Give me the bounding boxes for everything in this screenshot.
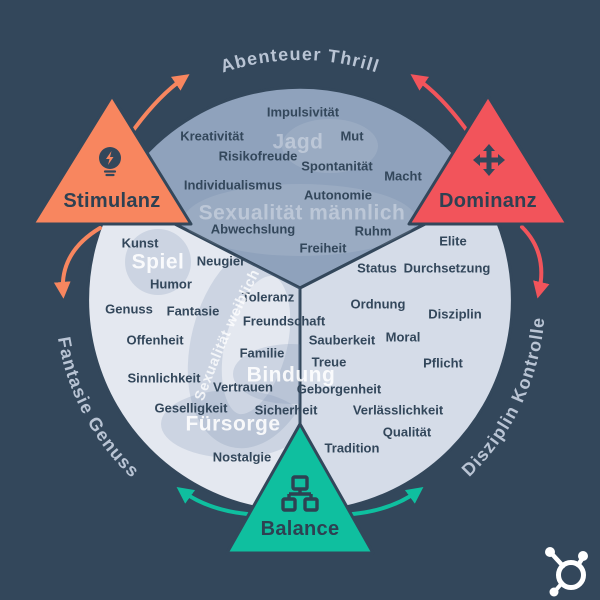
lightbulb-bolt-icon	[99, 147, 121, 177]
sector-word: Geborgenheit	[297, 382, 382, 397]
sector-fantasie-genuss	[86, 192, 302, 514]
move-arrows-icon	[473, 144, 505, 176]
triangle-dominanz: Dominanz	[407, 94, 569, 226]
sector-word: Vertrauen	[213, 380, 273, 395]
arrow-balance-right-icon	[351, 487, 424, 516]
arrow-stimulanz-up-icon	[130, 74, 190, 134]
sector-word: Sauberkeit	[309, 333, 376, 348]
sector-word: Moral	[386, 330, 421, 345]
sector-word: Abwechslung	[211, 222, 296, 237]
arrow-balance-left-icon	[176, 487, 249, 516]
sector-word: Ruhm	[355, 224, 392, 239]
sector-word: Geselligkeit	[155, 401, 229, 416]
sector-watermark-word: Fürsorge	[185, 412, 280, 435]
sector-watermark-word: Jagd	[272, 130, 323, 153]
sector-word: Toleranz	[242, 290, 295, 305]
sector-word: Genuss	[105, 302, 153, 317]
sector-word: Freundschaft	[243, 314, 326, 329]
sector-word: Spontanität	[301, 159, 373, 174]
sector-word: Qualität	[383, 425, 432, 440]
hubspot-sprocket-logo-icon	[545, 547, 588, 597]
label-abenteuer-thrill: Abenteuer Thrill	[218, 44, 382, 77]
triangle-balance: Balance	[225, 422, 375, 555]
sector-word: Durchsetzung	[404, 261, 491, 276]
triangle-stimulanz: Stimulanz	[31, 94, 193, 226]
arrow-dominanz-down-icon	[520, 225, 550, 299]
sector-word: Kunst	[122, 236, 160, 251]
arrow-stimulanz-down-icon	[53, 226, 102, 299]
sector-word: Verlässlichkeit	[353, 403, 444, 418]
sector-word: Familie	[240, 346, 285, 361]
arrow-dominanz-up-icon	[410, 74, 470, 134]
sector-word: Sicherheit	[255, 403, 319, 418]
triangle-label-stimulanz: Stimulanz	[63, 190, 160, 212]
sector-word: Fantasie	[167, 304, 220, 319]
sector-word: Autonomie	[304, 188, 372, 203]
triangle-label-dominanz: Dominanz	[439, 190, 537, 212]
sector-word: Mut	[340, 129, 364, 144]
sector-watermark-word: Sexualität männlich	[199, 201, 406, 224]
sector-word: Offenheit	[126, 333, 184, 348]
sector-word: Disziplin	[428, 307, 482, 322]
triangle-label-balance: Balance	[261, 518, 340, 540]
sector-word: Impulsivität	[267, 105, 340, 120]
sector-disziplin-kontrolle	[298, 192, 514, 514]
sector-word: Freiheit	[300, 241, 348, 256]
sector-adventure-thrill	[114, 85, 486, 290]
sector-word: Sinnlichkeit	[128, 371, 202, 386]
sitemap-icon	[281, 475, 319, 512]
sector-watermark-word: Spiel	[132, 250, 185, 273]
sector-word: Kreativität	[180, 129, 244, 144]
sector-word: Pflicht	[423, 356, 463, 371]
sector-word: Risikofreude	[219, 149, 298, 164]
sector-word: Status	[357, 261, 397, 276]
sector-word: Macht	[384, 169, 422, 184]
sector-word: Neugier	[197, 254, 245, 269]
sector-word: Tradition	[325, 441, 380, 456]
sector-word: Treue	[312, 355, 347, 370]
sector-word: Ordnung	[351, 297, 406, 312]
sector-word: Individualismus	[184, 178, 282, 193]
top-sector-decorations	[184, 119, 416, 256]
sector-word: Nostalgie	[213, 450, 272, 465]
sector-watermark-word: Bindung	[247, 363, 336, 386]
sector-word: Humor	[150, 277, 192, 292]
sector-word: Elite	[439, 234, 466, 249]
